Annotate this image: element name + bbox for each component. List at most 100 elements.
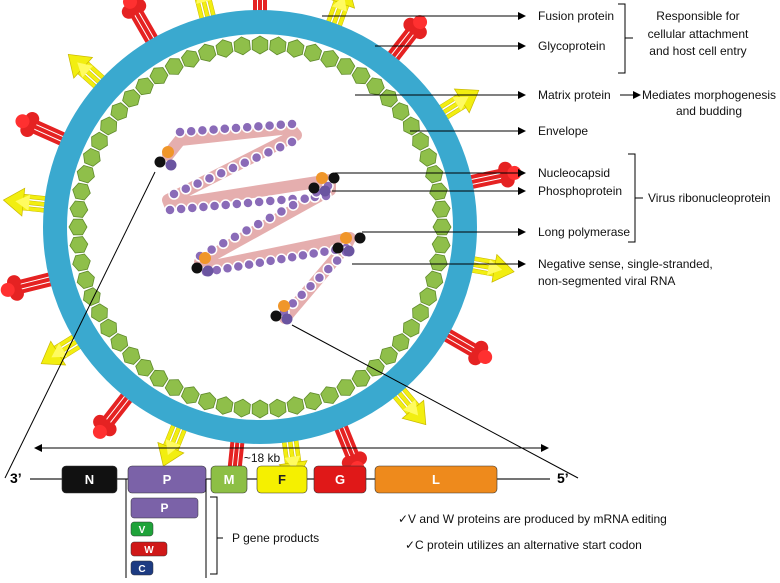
ribonucleoprotein-strands	[154, 118, 366, 325]
nucleocapsid-bead	[252, 218, 264, 230]
nucleocapsid-bead	[221, 262, 234, 275]
nucleocapsid-bead	[264, 212, 276, 224]
matrix-hexagon	[72, 182, 91, 201]
matrix-hexagon	[110, 333, 129, 352]
matrix-hexagon	[122, 89, 141, 108]
zoom-line-right	[291, 324, 579, 479]
nucleocapsid-bead	[174, 126, 186, 138]
matrix-hexagon	[425, 164, 444, 184]
product-v	[130, 521, 154, 537]
label-attachment-2: cellular attachment	[648, 27, 749, 41]
callout-arrows	[322, 12, 641, 268]
nucleocapsid-bead	[180, 183, 192, 195]
genome-3-prime: 3’	[10, 470, 22, 486]
matrix-hexagon	[233, 398, 251, 418]
matrix-hexagon	[286, 396, 305, 415]
nucleocapsid-bead	[168, 188, 180, 200]
nucleocapsid-bead	[295, 289, 308, 301]
product-p	[130, 497, 199, 519]
matrix-hexagon	[69, 200, 89, 218]
nucleocapsid-bead	[307, 247, 320, 260]
matrix-hexagon	[351, 67, 371, 85]
matrix-hexagon	[149, 369, 169, 387]
nucleocapsid-bead	[230, 122, 242, 134]
nucleocapsid-bead	[229, 231, 241, 243]
rna-end-bead	[278, 300, 290, 312]
matrix-hexagon	[412, 131, 429, 151]
nucleocapsid-bead	[286, 136, 298, 148]
label-rna-2: non-segmented viral RNA	[538, 274, 675, 288]
nucleocapsid-bead	[275, 205, 288, 218]
nucleocapsid-bead	[185, 125, 197, 137]
gene-n	[61, 465, 118, 494]
nucleocapsid-bead	[219, 199, 232, 211]
nucleocapsid-bead	[297, 249, 309, 262]
fusion-protein-spike	[40, 331, 87, 366]
label-p-gene-products: P gene products	[232, 531, 319, 545]
bracket-rnp	[628, 153, 643, 243]
glycoprotein-spike	[92, 388, 137, 439]
nucleocapsid-bead	[318, 245, 331, 258]
fusion-protein-spike	[67, 53, 110, 93]
bracket-attachment	[618, 3, 633, 74]
matrix-hexagon	[391, 102, 410, 121]
nucleocapsid-bead	[286, 118, 298, 130]
label-phosphoprotein: Phosphoprotein	[538, 184, 622, 198]
nucleocapsid-bead	[207, 123, 220, 136]
nucleocapsid-bead	[331, 254, 343, 267]
nucleocapsid-bead	[252, 120, 265, 133]
matrix-hexagon	[351, 369, 371, 387]
zoom-line-left	[4, 171, 156, 479]
matrix-hexagon	[379, 346, 398, 365]
rna-end-bead	[162, 146, 174, 158]
gene-label-f: F	[278, 472, 286, 487]
fusion-protein-spike	[388, 382, 427, 426]
matrix-hexagon	[76, 270, 95, 290]
nucleocapsid-bead	[262, 146, 275, 159]
matrix-hexagon	[76, 164, 95, 184]
nucleocapsid-bead	[313, 271, 326, 284]
matrix-hexagon	[215, 396, 234, 415]
label-matrix-function-2: and budding	[676, 104, 742, 118]
matrix-hexagon	[164, 58, 184, 75]
gene-label-n: N	[85, 472, 94, 487]
phosphoprotein-bead	[165, 159, 177, 171]
matrix-hexagon	[83, 147, 101, 167]
phosphoprotein-bead	[281, 313, 293, 325]
nucleocapsid-bead	[203, 172, 216, 185]
matrix-hexagon	[197, 392, 217, 411]
nucleocapsid-bead	[253, 196, 265, 208]
gene-f	[256, 465, 308, 494]
nucleocapsid-bead	[241, 121, 253, 133]
nucleocapsid-bead	[304, 280, 317, 293]
matrix-hexagon	[402, 318, 420, 338]
matrix-hexagon	[431, 236, 451, 254]
gene-label-p: P	[163, 472, 172, 487]
polymerase-bead	[308, 182, 320, 194]
matrix-hexagon	[164, 379, 184, 396]
matrix-hexagon	[269, 36, 287, 56]
genome-length-label: ~18 kb	[244, 451, 281, 465]
glycoprotein-spike	[383, 15, 428, 66]
matrix-hexagon	[391, 333, 410, 352]
label-envelope: Envelope	[538, 124, 588, 138]
matrix-hexagon	[320, 50, 340, 68]
product-label-p: P	[160, 501, 168, 515]
note-alt-start-codon: ✓C protein utilizes an alternative start…	[405, 538, 642, 552]
matrix-hexagon	[269, 398, 287, 418]
matrix-hexagon	[425, 270, 444, 290]
phosphoprotein-bead	[202, 265, 214, 277]
matrix-hexagon	[91, 131, 108, 151]
nucleocapsid-bead	[217, 237, 230, 250]
nucleocapsid-bead	[275, 253, 288, 265]
matrix-hexagon	[149, 67, 169, 85]
matrix-hexagon	[251, 399, 269, 419]
matrix-hexagon	[419, 287, 437, 307]
polymerase-bead	[154, 156, 166, 168]
nucleocapsid-bead	[196, 124, 209, 137]
gene-label-l: L	[432, 472, 440, 487]
matrix-hexagon	[215, 39, 234, 58]
nucleocapsid-bead	[191, 177, 204, 190]
